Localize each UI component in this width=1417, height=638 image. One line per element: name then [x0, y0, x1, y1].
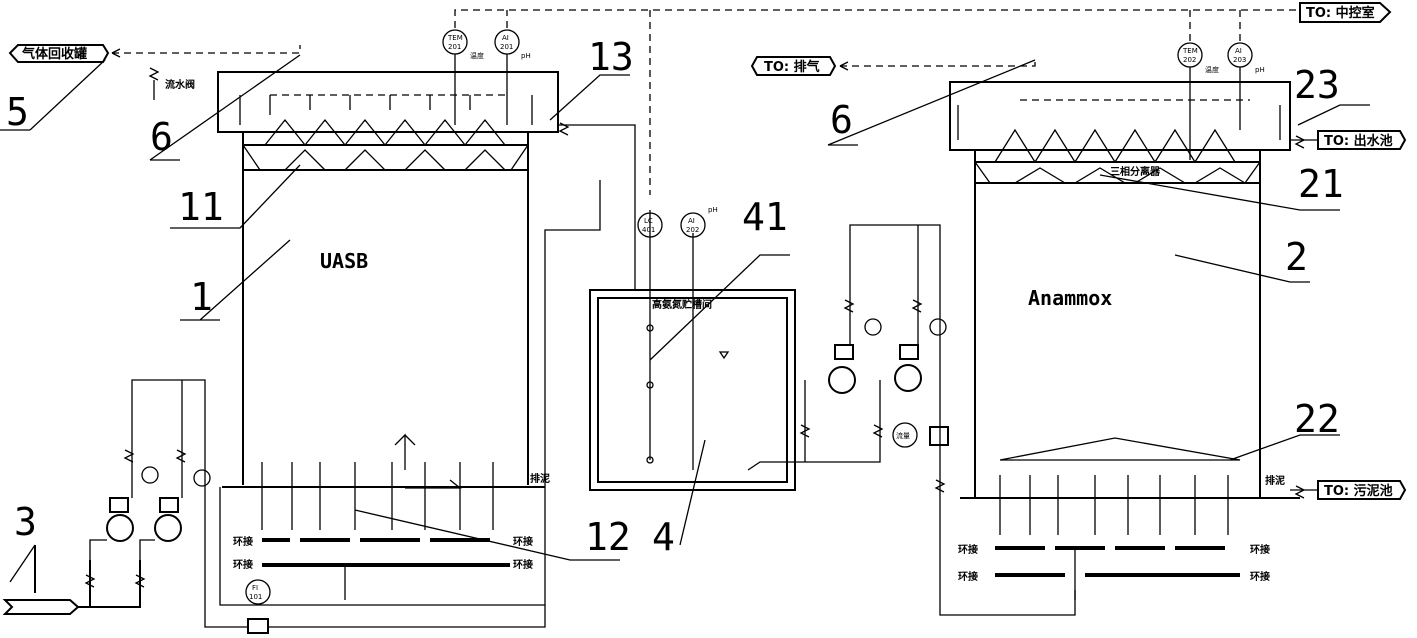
flag-sludge: TO: 污泥池 [1317, 480, 1407, 500]
svg-text:TO: 排气: TO: 排气 [764, 59, 820, 75]
svg-text:pH: pH [708, 206, 718, 214]
callouts: 5 6 11 13 1 12 41 4 6 23 21 2 22 3 [0, 35, 1370, 583]
svg-text:TO: 污泥池: TO: 污泥池 [1324, 483, 1393, 499]
svg-text:流量: 流量 [896, 431, 910, 440]
svg-text:203: 203 [1233, 56, 1246, 64]
callout-4: 4 [652, 515, 675, 559]
svg-text:环接: 环接 [233, 558, 253, 571]
svg-text:温度: 温度 [1205, 65, 1219, 74]
anammox-label: Anammox [1028, 286, 1112, 310]
instrument-tem201: TEM 201 温度 [442, 29, 484, 125]
svg-text:环接: 环接 [958, 570, 978, 583]
svg-text:环接: 环接 [233, 535, 253, 548]
instrument-lc401: LC 401 [637, 212, 663, 238]
svg-text:401: 401 [642, 226, 655, 234]
flag-gas-recovery: 气体回收罐 [8, 44, 110, 63]
svg-text:101: 101 [249, 593, 262, 601]
uasb-three-phase-separator [264, 118, 506, 171]
instrument-tem202: TEM 202 温度 [1177, 42, 1219, 160]
svg-text:pH: pH [521, 52, 531, 60]
svg-text:201: 201 [448, 43, 461, 51]
callout-6-left: 6 [150, 115, 173, 159]
svg-text:环接: 环接 [513, 558, 533, 571]
feed-pipe [78, 560, 141, 608]
buffer-tank: 高氨氮贮槽间 [589, 210, 796, 491]
uasb-label: UASB [320, 249, 368, 273]
uasb-outlet-pipe [558, 124, 636, 290]
callout-22: 22 [1294, 397, 1340, 441]
svg-text:环接: 环接 [513, 535, 533, 548]
anammox-three-phase-separator [994, 128, 1246, 184]
svg-text:环接: 环接 [1250, 570, 1270, 583]
svg-text:202: 202 [686, 226, 699, 234]
instrument-ai201: AI 201 pH [494, 29, 531, 125]
anammox-bottom-distribution: 环接 环接 环接 环接 [958, 475, 1270, 600]
svg-text:温度: 温度 [470, 51, 484, 60]
gas-line-left [112, 45, 301, 54]
uasb-bottom-distribution: 环接 环接 环接 环接 排泥 [219, 180, 601, 606]
svg-text:高氨氮贮槽间: 高氨氮贮槽间 [652, 298, 712, 311]
svg-text:TEM: TEM [447, 34, 463, 42]
svg-text:FI: FI [252, 584, 258, 592]
svg-text:TO: 中控室: TO: 中控室 [1306, 5, 1375, 21]
svg-text:TEM: TEM [1182, 47, 1198, 55]
callout-5: 5 [6, 90, 29, 134]
svg-text:排泥: 排泥 [530, 472, 550, 485]
svg-text:201: 201 [500, 43, 513, 51]
svg-text:TO: 出水池: TO: 出水池 [1324, 133, 1393, 149]
svg-text:pH: pH [1255, 66, 1265, 74]
flag-control-room: TO: 中控室 [1299, 2, 1392, 23]
callout-41: 41 [742, 195, 788, 239]
feed-pumps-left [84, 379, 211, 605]
svg-text:LC: LC [644, 217, 653, 225]
callout-6-right: 6 [830, 98, 853, 142]
svg-text:AI: AI [1235, 47, 1242, 55]
callout-2: 2 [1285, 235, 1308, 279]
svg-text:气体回收罐: 气体回收罐 [22, 46, 87, 62]
svg-text:AI: AI [502, 34, 509, 42]
instrument-ai202: AI 202 pH [680, 206, 718, 238]
callout-13: 13 [588, 35, 634, 79]
control-signal-bus [454, 9, 1300, 195]
svg-text:202: 202 [1183, 56, 1196, 64]
callout-11: 11 [178, 185, 224, 229]
uasb-feed-line: FI 101 [204, 579, 546, 634]
anammox-reactor: Anammox 三相分离器 [949, 81, 1300, 499]
flag-exhaust: TO: 排气 [750, 56, 837, 76]
callout-12: 12 [585, 515, 631, 559]
callout-21: 21 [1298, 162, 1344, 206]
gas-line-right [840, 58, 1036, 67]
callout-3: 3 [14, 500, 37, 544]
svg-text:AI: AI [688, 217, 695, 225]
svg-text:环接: 环接 [1250, 543, 1270, 556]
anammox-feed-pumps: 流量 [790, 224, 1076, 616]
drain-label-right: 排泥 [1265, 474, 1285, 487]
callout-1: 1 [190, 275, 213, 319]
flag-effluent: TO: 出水池 [1317, 130, 1407, 150]
callout-23: 23 [1294, 63, 1340, 107]
instrument-ai203: AI 203 pH [1227, 42, 1265, 130]
water-seal-label: 流水阀 [165, 78, 195, 91]
svg-text:环接: 环接 [958, 543, 978, 556]
feed-inlet [2, 545, 80, 615]
uasb-reactor: UASB [217, 71, 559, 489]
